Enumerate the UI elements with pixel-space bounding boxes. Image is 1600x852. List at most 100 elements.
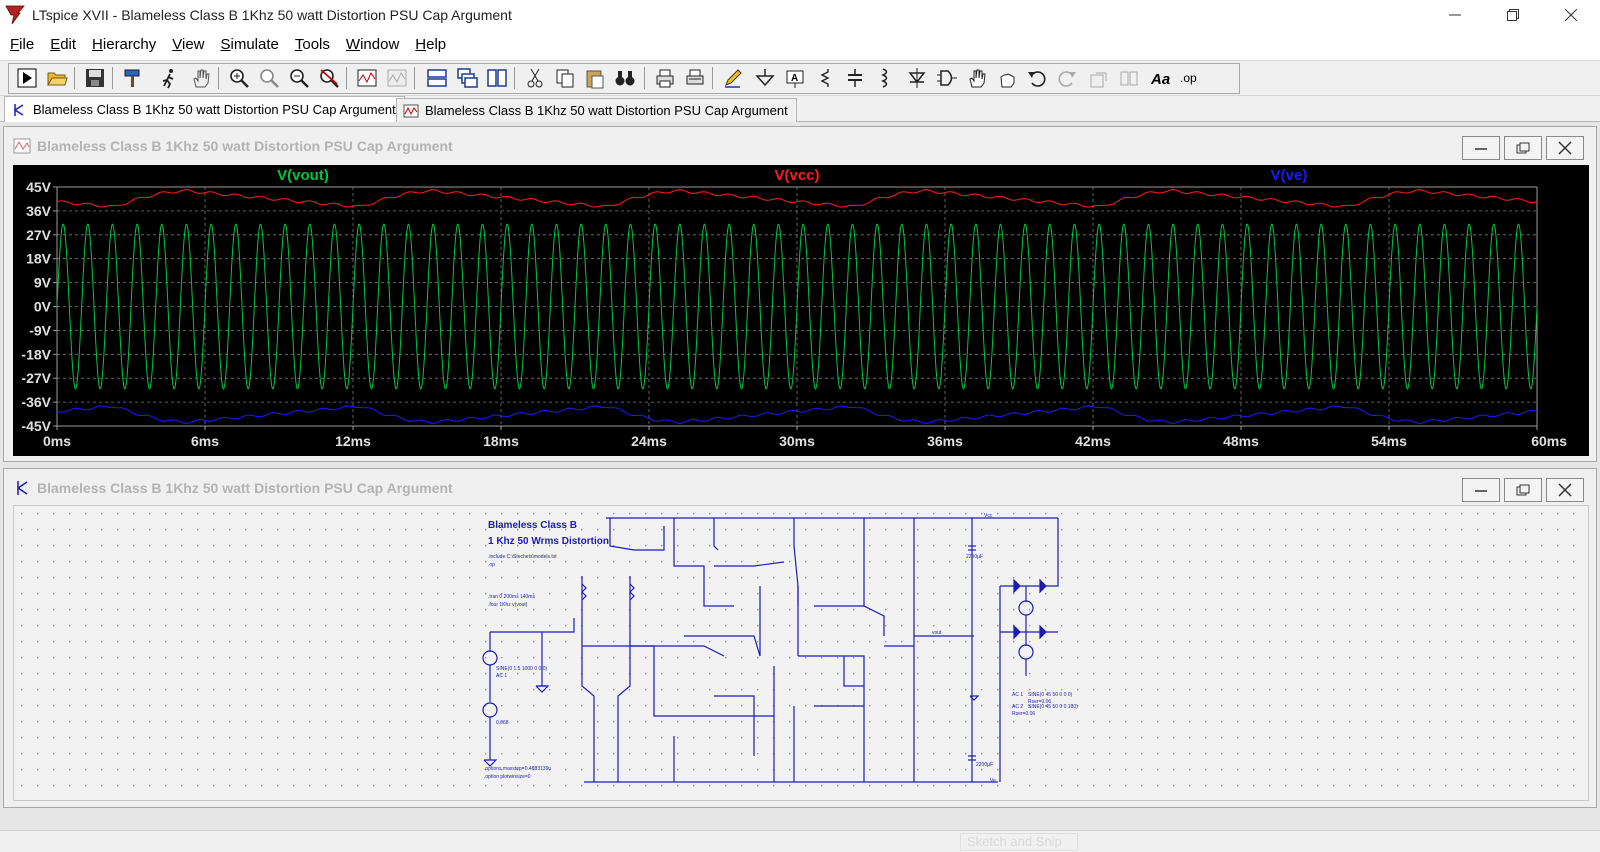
move-hand-icon <box>969 69 986 88</box>
x-tick-label: 60ms <box>1531 433 1567 449</box>
restore-button[interactable] <box>1484 0 1542 30</box>
psu-ac-2: AC 2 <box>1012 704 1023 710</box>
psu-rser-1: Rser=0.06 <box>1028 699 1051 705</box>
menu-hierarchy[interactable]: Hierarchy <box>92 35 157 53</box>
schematic-drawing[interactable]: Blameless Class B 1 Khz 50 Wrms Distorti… <box>14 506 1588 800</box>
run-button[interactable] <box>14 66 40 90</box>
ground-button[interactable] <box>752 66 778 90</box>
mirror-button[interactable] <box>1116 66 1142 90</box>
tab-schematic-label: Blameless Class B 1Khz 50 watt Distortio… <box>33 102 396 117</box>
zoom-in-button[interactable] <box>226 66 252 90</box>
x-tick-label: 30ms <box>779 433 815 449</box>
series-v-vcc--trace[interactable] <box>56 189 1537 208</box>
waveform-minimize-button[interactable] <box>1462 136 1500 160</box>
zoom-cancel-button[interactable] <box>316 66 342 90</box>
directive-include: .include C:\Stechets\models.txt <box>488 554 557 560</box>
waveform-window-title: Blameless Class B 1Khz 50 watt Distortio… <box>37 138 453 154</box>
copy-button[interactable] <box>552 66 578 90</box>
waveform-window[interactable]: Blameless Class B 1Khz 50 watt Distortio… <box>3 126 1597 462</box>
menu-file[interactable]: File <box>10 35 35 53</box>
run-halt-button[interactable] <box>156 66 182 90</box>
legend-v-ve-[interactable]: V(ve) <box>1271 167 1308 184</box>
close-icon <box>1558 483 1572 497</box>
menu-help[interactable]: Help <box>415 35 447 53</box>
schematic-window[interactable]: Blameless Class B 1Khz 50 watt Distortio… <box>3 468 1597 808</box>
schematic-text: Blameless Class B 1 Khz 50 Wrms Distorti… <box>484 513 1078 784</box>
label-net-button[interactable]: A <box>782 66 808 90</box>
menu-window[interactable]: Window <box>345 35 400 53</box>
menu-simulate[interactable]: Simulate <box>220 35 279 53</box>
y-tick-label: 45V <box>26 179 52 195</box>
minimize-icon <box>1449 14 1461 16</box>
schematic-maximize-button[interactable] <box>1504 478 1542 502</box>
menu-edit[interactable]: Edit <box>50 35 77 53</box>
print-button[interactable] <box>652 66 678 90</box>
binoculars-icon <box>615 71 635 86</box>
scissors-icon <box>527 68 543 88</box>
drag-button[interactable] <box>994 66 1020 90</box>
psu-sine-1: SINE(0 45 50 0 0 0) <box>1028 692 1073 698</box>
save-icon <box>86 69 104 87</box>
cut-button[interactable] <box>522 66 548 90</box>
print-preview-button[interactable] <box>682 66 708 90</box>
capacitor-button[interactable] <box>842 66 868 90</box>
ghost-tooltip: Sketch and Snip <box>960 833 1078 851</box>
schematic-minimize-button[interactable] <box>1462 478 1500 502</box>
close-button[interactable] <box>1542 0 1600 30</box>
undo-button[interactable] <box>1024 66 1050 90</box>
tab-waveform[interactable]: Blameless Class B 1Khz 50 watt Distortio… <box>396 98 797 122</box>
menu-tools[interactable]: Tools <box>294 35 330 53</box>
tile-vertical-button[interactable] <box>484 66 510 90</box>
autorange-button[interactable] <box>354 66 380 90</box>
control-panel-button[interactable] <box>120 66 146 90</box>
x-tick-label: 6ms <box>191 433 219 449</box>
trace-icon <box>387 69 407 87</box>
component-button[interactable] <box>934 66 960 90</box>
series-v-vout--trace[interactable] <box>56 223 1538 390</box>
spice-directive-button[interactable]: .op <box>1178 66 1204 90</box>
pan-button[interactable] <box>188 66 214 90</box>
component-icon <box>937 70 957 86</box>
save-button[interactable] <box>82 66 108 90</box>
menu-view[interactable]: View <box>172 35 205 53</box>
tile-horizontal-button[interactable] <box>424 66 450 90</box>
schematic-close-button[interactable] <box>1546 478 1584 502</box>
resistor-button[interactable] <box>812 66 838 90</box>
diode-button[interactable] <box>904 66 930 90</box>
running-man-icon <box>162 69 174 89</box>
zoom-out-button[interactable] <box>286 66 312 90</box>
move-button[interactable] <box>964 66 990 90</box>
waveform-close-button[interactable] <box>1546 136 1584 160</box>
minimize-button[interactable] <box>1426 0 1484 30</box>
rotate-button[interactable] <box>1086 66 1112 90</box>
zoom-full-button[interactable] <box>256 66 282 90</box>
open-button[interactable] <box>44 66 70 90</box>
delete-trace-button[interactable] <box>384 66 410 90</box>
copy-icon <box>556 69 574 88</box>
draw-wire-button[interactable] <box>720 66 746 90</box>
waveform-icon <box>403 104 419 117</box>
find-button[interactable] <box>612 66 638 90</box>
schematic-canvas[interactable]: Blameless Class B 1 Khz 50 Wrms Distorti… <box>13 505 1589 801</box>
text-button[interactable]: Aa <box>1148 66 1174 90</box>
capacitor-icon <box>848 69 862 87</box>
inductor-button[interactable] <box>872 66 898 90</box>
status-bar: Sketch and Snip <box>0 830 1600 852</box>
drag-hand-icon <box>1000 73 1015 88</box>
x-tick-label: 36ms <box>927 433 963 449</box>
paste-button[interactable] <box>582 66 608 90</box>
waveform-maximize-button[interactable] <box>1504 136 1542 160</box>
pencil-icon <box>725 69 742 88</box>
restore-icon <box>1516 484 1530 496</box>
legend-v-vout-[interactable]: V(vout) <box>277 167 329 184</box>
cascade-button[interactable] <box>454 66 480 90</box>
tab-schematic[interactable]: Blameless Class B 1Khz 50 watt Distortio… <box>4 96 405 122</box>
autorange-icon <box>357 69 377 87</box>
redo-button[interactable] <box>1054 66 1080 90</box>
ltspice-app-icon <box>5 5 25 25</box>
legend-v-vcc-[interactable]: V(vcc) <box>774 167 819 184</box>
x-tick-label: 54ms <box>1371 433 1407 449</box>
series-v-ve--trace[interactable] <box>56 405 1537 424</box>
